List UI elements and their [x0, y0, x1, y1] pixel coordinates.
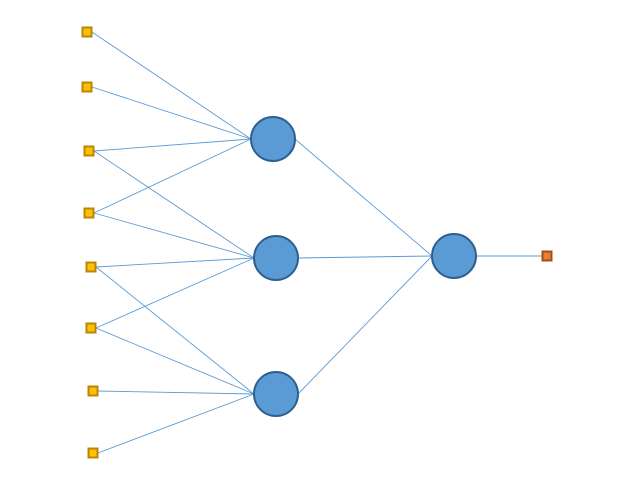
edge-hidden-3-output — [297, 255, 433, 395]
edge-input-7-hidden-3 — [97, 390, 255, 395]
edge-input-5-hidden-3 — [95, 266, 255, 395]
hidden-node-3 — [253, 371, 299, 417]
nodes — [81, 26, 553, 459]
hidden-node-2 — [253, 235, 299, 281]
input-node-7 — [87, 385, 99, 397]
output-node — [541, 250, 553, 262]
edge-input-6-hidden-2 — [95, 257, 255, 329]
edge-input-4-hidden-1 — [93, 138, 252, 214]
connections — [91, 31, 542, 454]
edge-input-3-hidden-1 — [93, 138, 252, 152]
input-node-8 — [87, 447, 99, 459]
edge-input-1-hidden-1 — [91, 31, 252, 140]
input-node-5 — [85, 261, 97, 273]
input-node-4 — [83, 207, 95, 219]
input-node-3 — [83, 145, 95, 157]
input-node-1 — [81, 26, 93, 38]
input-node-6 — [85, 322, 97, 334]
edge-input-5-hidden-2 — [95, 257, 255, 268]
edge-input-8-hidden-3 — [97, 393, 255, 454]
edge-input-2-hidden-1 — [91, 86, 252, 140]
output-neuron — [431, 233, 477, 279]
input-node-2 — [81, 81, 93, 93]
hidden-node-1 — [250, 116, 296, 162]
edge-hidden-2-output — [297, 255, 433, 259]
edge-input-4-hidden-2 — [93, 212, 255, 259]
edge-input-3-hidden-2 — [93, 150, 255, 259]
edge-input-6-hidden-3 — [95, 327, 255, 395]
edge-hidden-1-output — [294, 138, 433, 257]
